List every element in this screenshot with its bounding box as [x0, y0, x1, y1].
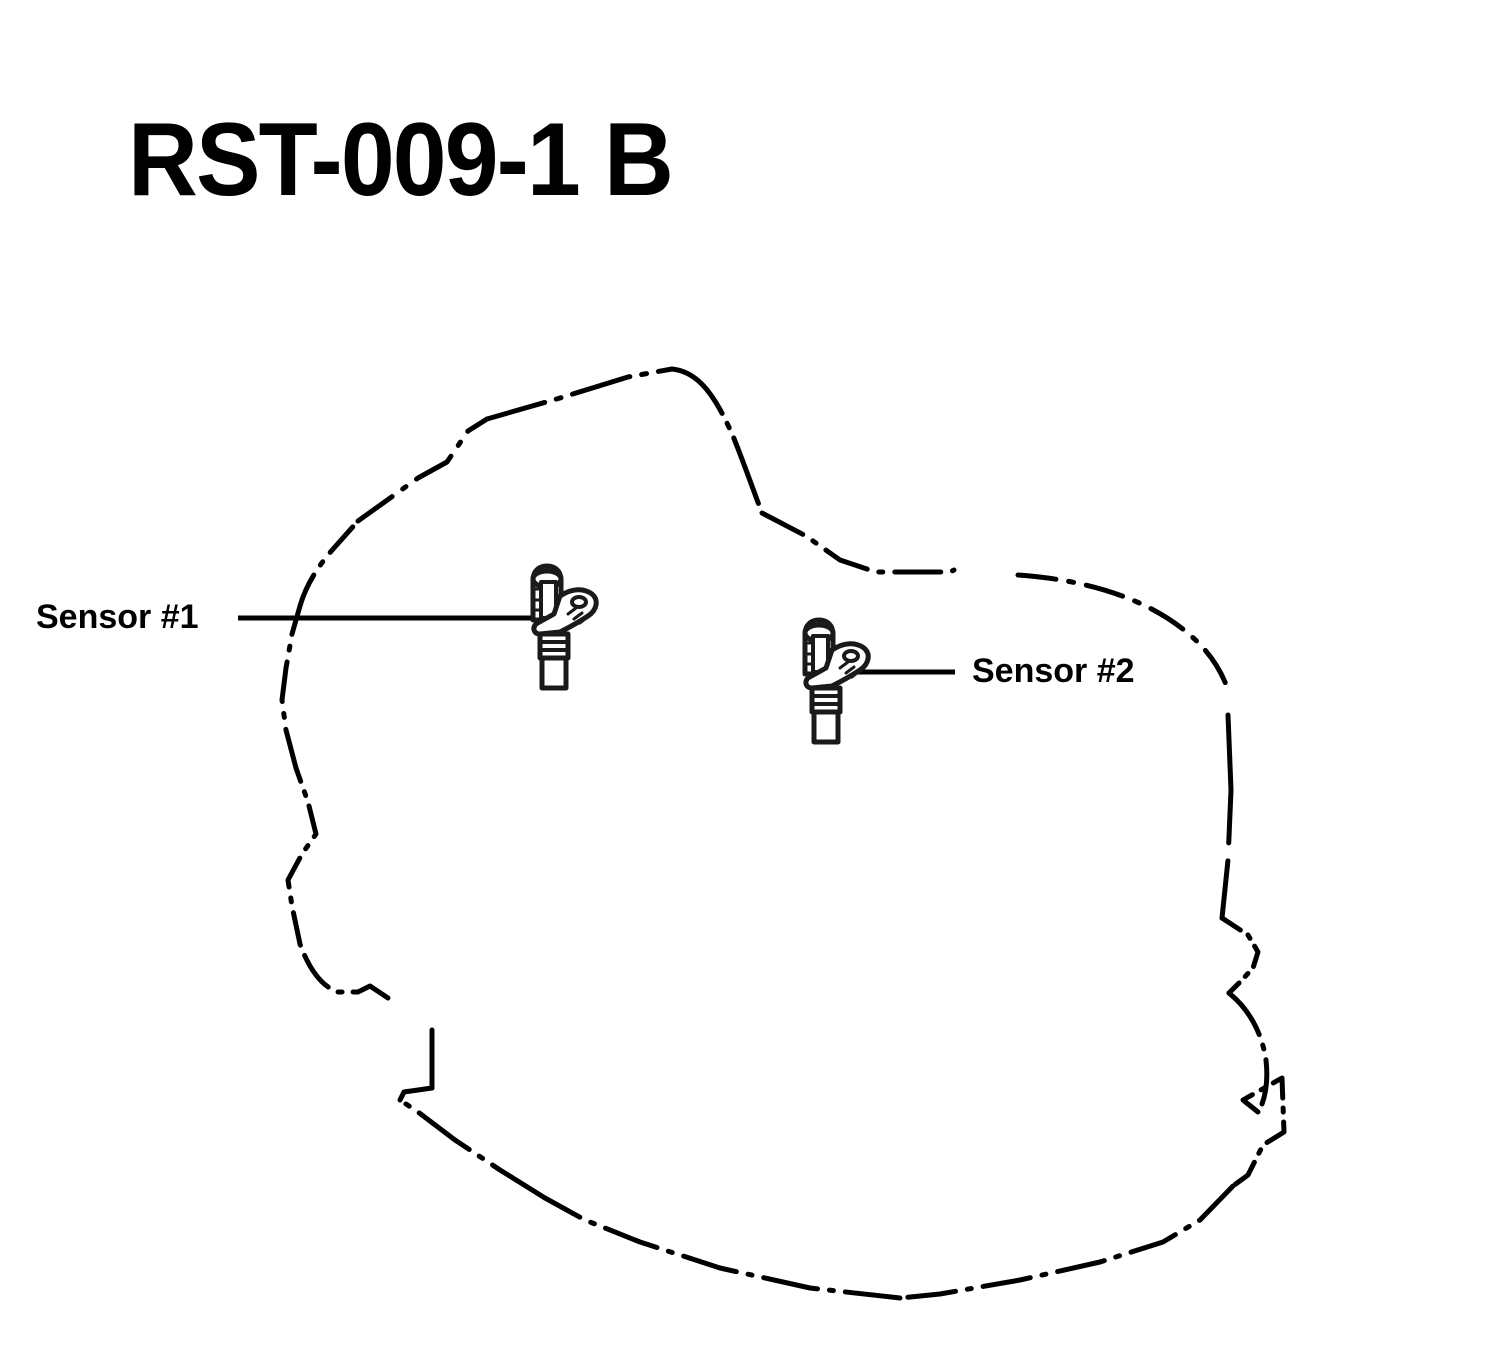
- outline-segment-left-middle: [285, 765, 319, 947]
- outline-segment-right-notch: [1219, 915, 1261, 996]
- outline-segment-right-vertical: [1219, 712, 1234, 921]
- sensor-connector-rib: [806, 641, 813, 666]
- outline-segment-left-top-curve: [297, 518, 361, 609]
- sensor-flange-bolt-hole: [570, 595, 588, 609]
- sensor-connector-rib: [534, 587, 541, 612]
- outline-segment-top-right: [669, 366, 765, 516]
- outline-segment-right-shoulder: [759, 510, 957, 575]
- outline-segment-bottom-left: [542, 1195, 903, 1301]
- callout-label-sensor-2: Sensor #2: [972, 652, 1135, 690]
- sensor-flange-hatch: [566, 606, 588, 625]
- crank-position-sensor-icon[interactable]: [530, 563, 599, 691]
- outline-segment-right-step: [1230, 1075, 1287, 1189]
- sensor-barrel: [537, 631, 571, 661]
- housing-outline: [279, 366, 1287, 1301]
- page-title: RST-009-1 B: [128, 102, 674, 218]
- crank-position-sensor-icon[interactable]: [802, 617, 871, 745]
- outline-segment-lower-left-diagonal: [397, 1097, 548, 1201]
- sensor-probe-tip: [811, 709, 841, 745]
- callout-label-sensor-1: Sensor #1: [36, 598, 199, 636]
- outline-segment-bottom-right: [897, 1183, 1236, 1301]
- outline-segment-left-lower: [297, 941, 391, 1001]
- sensor-barrel: [809, 685, 843, 715]
- outline-segment-right-upper: [1015, 572, 1231, 693]
- outline-segment-right-lower-bulge: [1226, 990, 1270, 1107]
- sensor-flange-bolt-hole: [842, 649, 860, 663]
- sensor-probe-tip: [539, 655, 569, 691]
- outline-segment-top-ridge: [484, 366, 675, 422]
- outline-segment-top-left: [355, 416, 490, 524]
- outline-segment-left-notch: [397, 1027, 435, 1103]
- sensor-retaining-ring: [810, 694, 842, 706]
- outline-segment-left-upper: [279, 603, 303, 771]
- sensor-flange-hatch: [838, 660, 860, 679]
- sensor-retaining-ring: [538, 640, 570, 652]
